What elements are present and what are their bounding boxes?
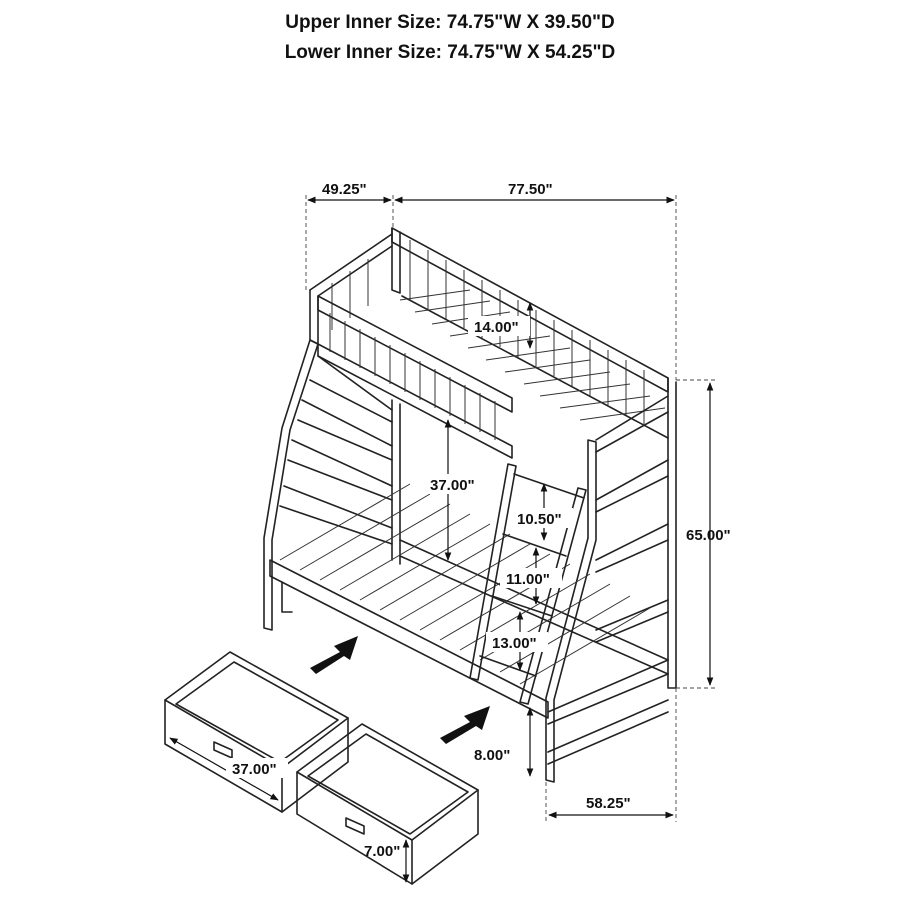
bunk-bed-frame — [263, 227, 677, 783]
dim-guardrail-height: 14.00" — [474, 319, 519, 336]
upper-mattress-slats — [399, 289, 666, 421]
upper-front-guardrail — [317, 295, 513, 459]
insert-arrow-top-icon — [310, 636, 358, 674]
insert-arrow-bottom-icon — [440, 706, 490, 744]
dim-ladder-step-top: 10.50" — [517, 511, 562, 528]
ladder — [469, 463, 587, 705]
left-end-panel — [279, 355, 401, 565]
dim-bunk-clearance: 37.00" — [430, 477, 475, 494]
dim-drawer-length: 37.00" — [232, 761, 277, 778]
dim-ladder-step-mid: 11.00" — [506, 571, 550, 588]
front-right-post — [545, 439, 597, 783]
dim-floor-clearance: 8.00" — [474, 747, 510, 764]
left-slanted-post — [263, 339, 319, 631]
dimension-lines — [169, 195, 716, 883]
dim-top-depth: 49.25" — [322, 181, 367, 198]
lower-inner-size-label: Lower Inner Size: 74.75"W X 54.25"D — [284, 42, 616, 63]
dim-total-length: 77.50" — [508, 181, 553, 198]
dim-bottom-depth: 58.25" — [586, 795, 631, 812]
dim-total-height: 65.00" — [686, 527, 731, 544]
upper-inner-size-label: Upper Inner Size: 74.75"W X 39.50"D — [285, 12, 615, 33]
dim-ladder-step-low: 13.00" — [492, 635, 537, 652]
dim-drawer-height: 7.00" — [364, 843, 400, 860]
right-end-panel — [547, 377, 677, 765]
storage-drawer-right — [296, 723, 479, 885]
